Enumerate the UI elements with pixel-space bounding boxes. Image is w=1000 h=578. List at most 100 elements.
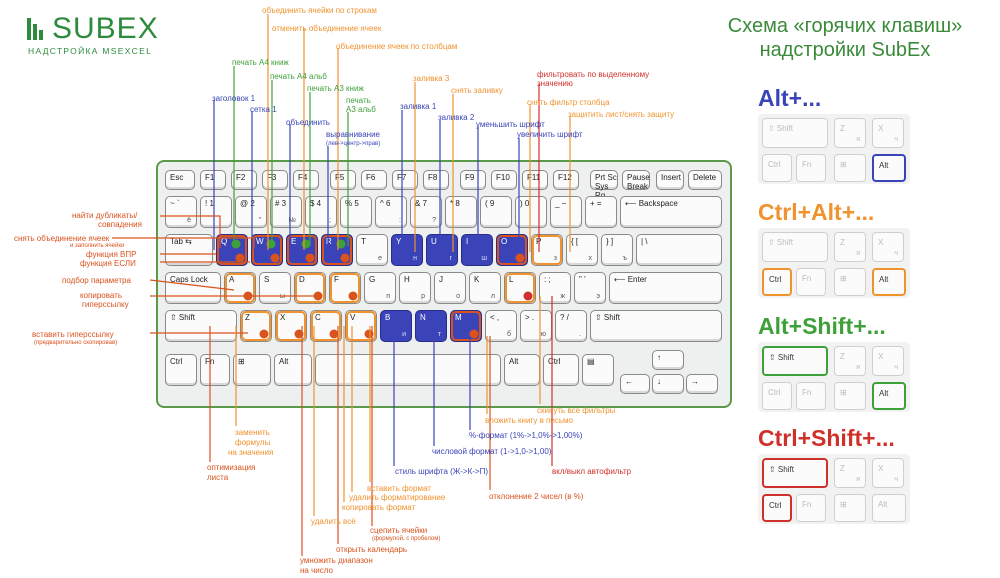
key-label: # 3 (275, 199, 287, 208)
key-f9: F9 (460, 170, 486, 190)
key-label: D (299, 275, 305, 284)
shortcut-dot (364, 329, 374, 339)
mini-key-shift: ⇧ Shift (762, 232, 828, 262)
key-cyrillic-label: р (421, 293, 425, 300)
key-label: T (361, 237, 366, 246)
callout-label: сетка 1 (250, 105, 277, 114)
key-cyrillic-label: № (288, 217, 296, 224)
callout-label: вставить гиперссылку (32, 330, 114, 339)
callout-label: сцепить ячейки (370, 526, 428, 535)
key-label: F4 (298, 173, 308, 182)
shortcut-dot (348, 291, 358, 301)
mini-key-label: ⊞ (840, 388, 847, 397)
key-label: F6 (366, 173, 376, 182)
group-heading: Ctrl+Alt+... (758, 199, 875, 225)
shortcut-dot (231, 239, 241, 249)
key-cyrillic-label: ё (187, 217, 191, 224)
mini-key-label: Alt (879, 275, 889, 284)
mini-key-label: ⇧ Shift (769, 465, 794, 474)
mini-key-label: Z (840, 464, 845, 473)
shortcut-dot (313, 291, 323, 301)
mini-key-label: Alt (879, 161, 889, 170)
key-: " 'э (574, 272, 606, 304)
key-cyrillic-label: г (449, 255, 452, 262)
key-label: O (501, 237, 508, 246)
key-label: Delete (693, 173, 717, 182)
callout-label: удалить форматирование (349, 493, 446, 502)
callout-label: скинуть все фильтры (537, 406, 616, 415)
callout-label: снять фильтр столбца (527, 98, 610, 107)
key-: ⊞ (233, 354, 271, 386)
key-insert: Insert (656, 170, 684, 190)
key-enter: ⟵ Enter (609, 272, 722, 304)
key-caps-lock: Caps Lock (165, 272, 221, 304)
callout-label: оптимизация (207, 463, 256, 472)
shortcut-dot (301, 239, 311, 249)
key-label: W (256, 237, 264, 246)
key-label: J (439, 275, 443, 284)
mini-key-label: ⊞ (840, 500, 847, 509)
mini-key-cyrillic: я (856, 136, 860, 143)
shortcut-dot (259, 329, 269, 339)
callout-label: уменьшить шрифт (476, 120, 545, 129)
key-cyrillic-label: б (506, 331, 511, 338)
key-backspace: ⟵ Backspace (620, 196, 722, 228)
mini-key-label: ⊞ (840, 160, 847, 169)
callout-label: заливка 2 (438, 113, 475, 122)
key-label: B (385, 313, 391, 322)
mini-key-fn: Fn (796, 154, 826, 182)
callout-label: отменить объединение ячеек (272, 24, 382, 33)
key-highlight (451, 311, 481, 341)
mini-key-label: Ctrl (768, 388, 781, 397)
mini-key-alt: Alt (872, 494, 906, 522)
callout-label: заливка 1 (400, 102, 437, 111)
mini-key-label: Z (840, 352, 845, 361)
key-9: ( 9 (480, 196, 512, 228)
key-z: Zя (240, 310, 272, 342)
callout-label: копировать (80, 291, 123, 300)
key-label: Ctrl (170, 357, 183, 366)
group-heading: Alt+... (758, 85, 822, 111)
mini-key-ctrl: Ctrl (762, 494, 792, 522)
shortcut-dot (305, 253, 315, 263)
mini-key-cyrillic: ч (894, 476, 898, 483)
callout-label: копировать формат (342, 503, 416, 512)
key-f8: F8 (423, 170, 449, 190)
mini-key-label: Alt (879, 389, 889, 398)
callout-label: (формулой, с пробелом) (372, 536, 441, 542)
key-label: F12 (558, 173, 572, 182)
key-highlight (311, 311, 341, 341)
mini-key-alt: Alt (872, 268, 906, 296)
key-label: E (291, 237, 297, 246)
mini-key-label: Fn (802, 160, 812, 169)
callout-label: объединить ячейки по строкам (262, 6, 377, 15)
key-label: _ − (555, 199, 567, 208)
shortcut-dot (329, 329, 339, 339)
key-label: % 5 (345, 199, 359, 208)
callout-label: стиль шрифта (Ж->К->П) (395, 467, 488, 476)
callout-label: числовой формат (1->1,0->1,00) (432, 447, 552, 456)
callout-line (112, 237, 255, 248)
key-label: Pause Break (627, 173, 650, 191)
key-cyrillic-label: " (258, 217, 262, 224)
mini-key-fn: Fn (796, 494, 826, 522)
callout-label: функция ЕСЛИ (80, 259, 136, 268)
callout-label: вставить формат (367, 484, 431, 493)
mini-key-fn: Fn (796, 268, 826, 296)
callout-label: (лев->центр->прав) (326, 141, 381, 147)
mini-key-label: Fn (802, 274, 812, 283)
callout-label: увеличить шрифт (517, 130, 583, 139)
key-label: ⟵ Backspace (625, 199, 678, 208)
key-label: ↑ (657, 353, 661, 362)
callout-label: листа (207, 473, 229, 482)
key-2: @ 2" (235, 196, 267, 228)
key-label: U (431, 237, 437, 246)
